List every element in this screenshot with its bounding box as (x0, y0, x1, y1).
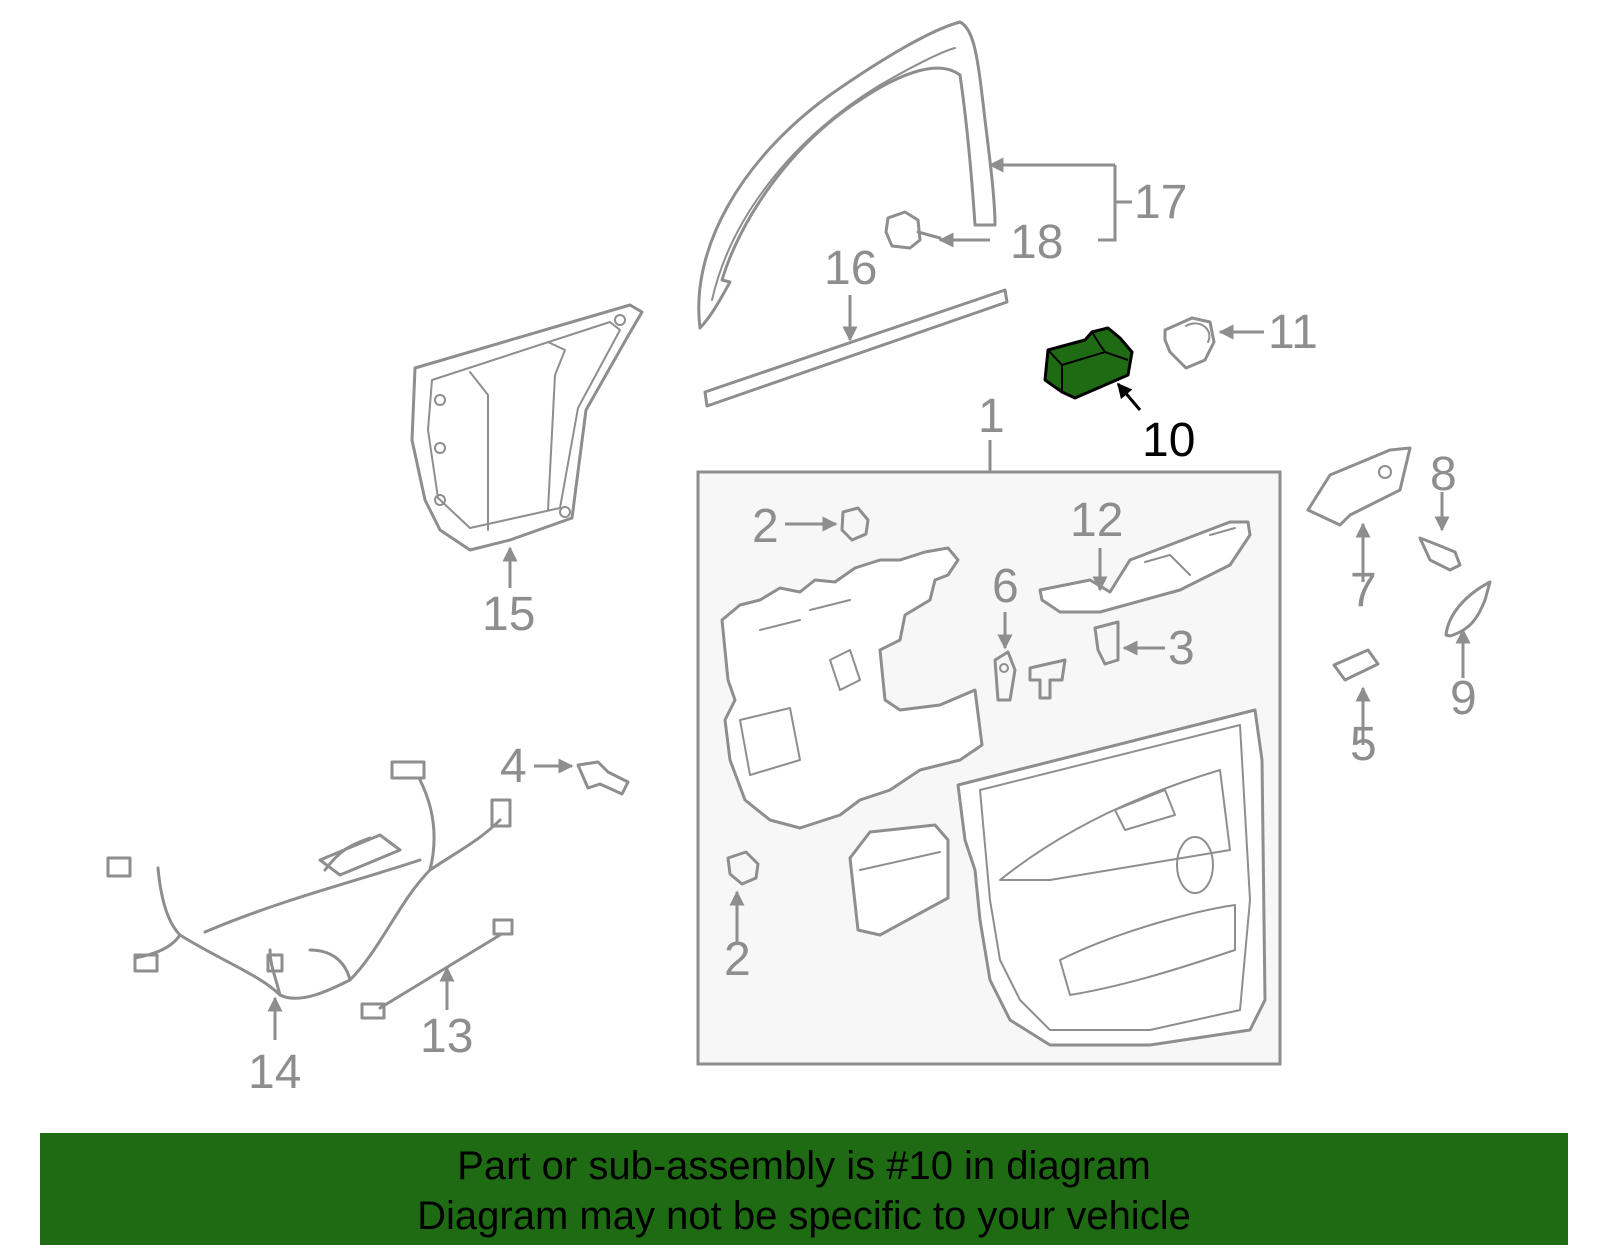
callout-5: 5 (1350, 718, 1377, 771)
part-14-harness (106, 760, 512, 1000)
part-16-weatherstrip (703, 288, 1009, 408)
part-9-cover (1444, 580, 1492, 638)
part-10-window-switch[interactable] (1043, 326, 1134, 400)
callout-4: 4 (500, 740, 527, 793)
callout-13: 13 (420, 1010, 473, 1063)
part-15-deflector (410, 303, 644, 552)
part-small-bracket (1028, 658, 1067, 700)
part-18-clip (884, 210, 942, 250)
callout-14: 14 (248, 1046, 301, 1099)
part-17-frame-moulding (697, 20, 997, 330)
callout-6: 6 (992, 560, 1019, 613)
callout-12: 12 (1070, 494, 1123, 547)
callout-7: 7 (1350, 564, 1377, 617)
info-banner: Part or sub-assembly is #10 in diagram D… (40, 1133, 1568, 1245)
callout-11: 11 (1268, 306, 1318, 359)
part-8-bolt (1418, 536, 1462, 572)
banner-line-1: Part or sub-assembly is #10 in diagram (457, 1144, 1151, 1188)
callout-15: 15 (482, 588, 535, 641)
callout-2-upper: 2 (752, 500, 779, 553)
part-3-retainer (1093, 620, 1120, 666)
callout-17: 17 (1134, 176, 1187, 229)
callout-2-lower: 2 (724, 933, 751, 986)
callout-16: 16 (824, 242, 877, 295)
part-7-bracket (1306, 446, 1412, 527)
callout-9: 9 (1450, 672, 1477, 725)
callout-10: 10 (1142, 414, 1195, 467)
part-door-trim-panel (956, 708, 1267, 1047)
part-5-pad (1332, 648, 1380, 682)
part-2-clip-upper (840, 506, 870, 542)
leader-lines (267, 157, 1471, 1040)
part-2-clip-lower (726, 850, 760, 886)
part-module (848, 823, 950, 937)
callout-18: 18 (1010, 216, 1063, 269)
banner-line-2: Diagram may not be specific to your vehi… (417, 1194, 1191, 1238)
part-6-clip (993, 650, 1017, 702)
part-inner-carrier (720, 546, 984, 830)
callout-1: 1 (978, 390, 1005, 443)
callout-8: 8 (1430, 448, 1457, 501)
callout-3: 3 (1168, 622, 1195, 675)
part-11-bezel (1163, 316, 1216, 370)
part-4-bolt (576, 760, 630, 796)
